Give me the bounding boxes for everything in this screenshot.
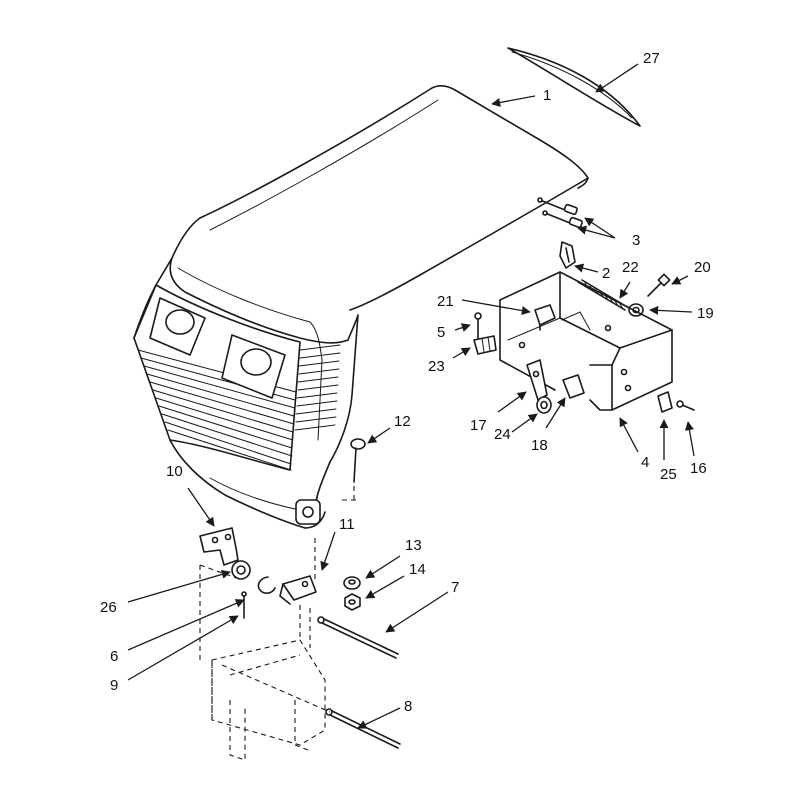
leader-lines xyxy=(127,63,695,729)
hinge-bracket-part xyxy=(199,527,239,566)
callout-25: 25 xyxy=(660,466,677,483)
callout-11: 11 xyxy=(339,516,355,533)
headlight-right xyxy=(221,334,286,399)
callout-1: 1 xyxy=(543,87,551,104)
hood-part xyxy=(133,85,589,529)
bracket-part xyxy=(499,271,673,411)
clip-part xyxy=(559,241,576,269)
latch-plate-part xyxy=(562,374,585,399)
callout-3: 3 xyxy=(632,232,640,249)
latch-block-part xyxy=(534,304,556,331)
rod-part-7 xyxy=(317,616,399,659)
callout-9: 9 xyxy=(110,677,118,694)
callout-13: 13 xyxy=(405,537,422,554)
callout-14: 14 xyxy=(409,561,426,578)
callout-4: 4 xyxy=(641,454,649,471)
callout-24: 24 xyxy=(494,426,511,443)
callout-8: 8 xyxy=(404,698,412,715)
bushing-part xyxy=(536,396,552,414)
callout-17: 17 xyxy=(470,417,487,434)
bolt-part-5 xyxy=(474,312,482,339)
callout-21: 21 xyxy=(437,293,454,310)
callout-labels: 1 2 3 4 5 6 7 8 9 10 11 12 13 14 16 17 1… xyxy=(100,50,714,715)
callout-6: 6 xyxy=(110,648,118,665)
callout-22: 22 xyxy=(622,259,639,276)
bushing-part-26 xyxy=(231,560,251,580)
callout-10: 10 xyxy=(166,463,183,480)
decal-part xyxy=(507,47,641,127)
callout-7: 7 xyxy=(451,579,459,596)
cotter-pin-part-9 xyxy=(241,591,247,619)
phantom-frame xyxy=(199,499,356,761)
callout-5: 5 xyxy=(437,324,445,341)
bolt-part-20 xyxy=(647,273,671,297)
callout-2: 2 xyxy=(602,265,610,282)
callout-16: 16 xyxy=(690,460,707,477)
pin-parts xyxy=(537,197,583,229)
callout-23: 23 xyxy=(428,358,445,375)
e-ring-part-6 xyxy=(257,576,276,594)
rod-part-8 xyxy=(325,708,401,749)
callout-27: 27 xyxy=(643,50,660,67)
callout-18: 18 xyxy=(531,437,548,454)
clip-part-25 xyxy=(657,391,673,413)
headlight-left xyxy=(149,297,206,356)
bolt-part-16 xyxy=(676,400,695,411)
latch-arm-part xyxy=(526,359,548,401)
callout-20: 20 xyxy=(694,259,711,276)
washer-part-13 xyxy=(343,576,361,590)
hinge-part-11 xyxy=(279,575,317,605)
callout-26: 26 xyxy=(100,599,117,616)
nut-part-14 xyxy=(344,593,361,611)
callout-19: 19 xyxy=(697,305,714,322)
callout-12: 12 xyxy=(394,413,411,430)
hood-latch-knob xyxy=(295,499,321,525)
spring-clip-part xyxy=(473,335,497,355)
hood-pin-part xyxy=(350,438,366,500)
